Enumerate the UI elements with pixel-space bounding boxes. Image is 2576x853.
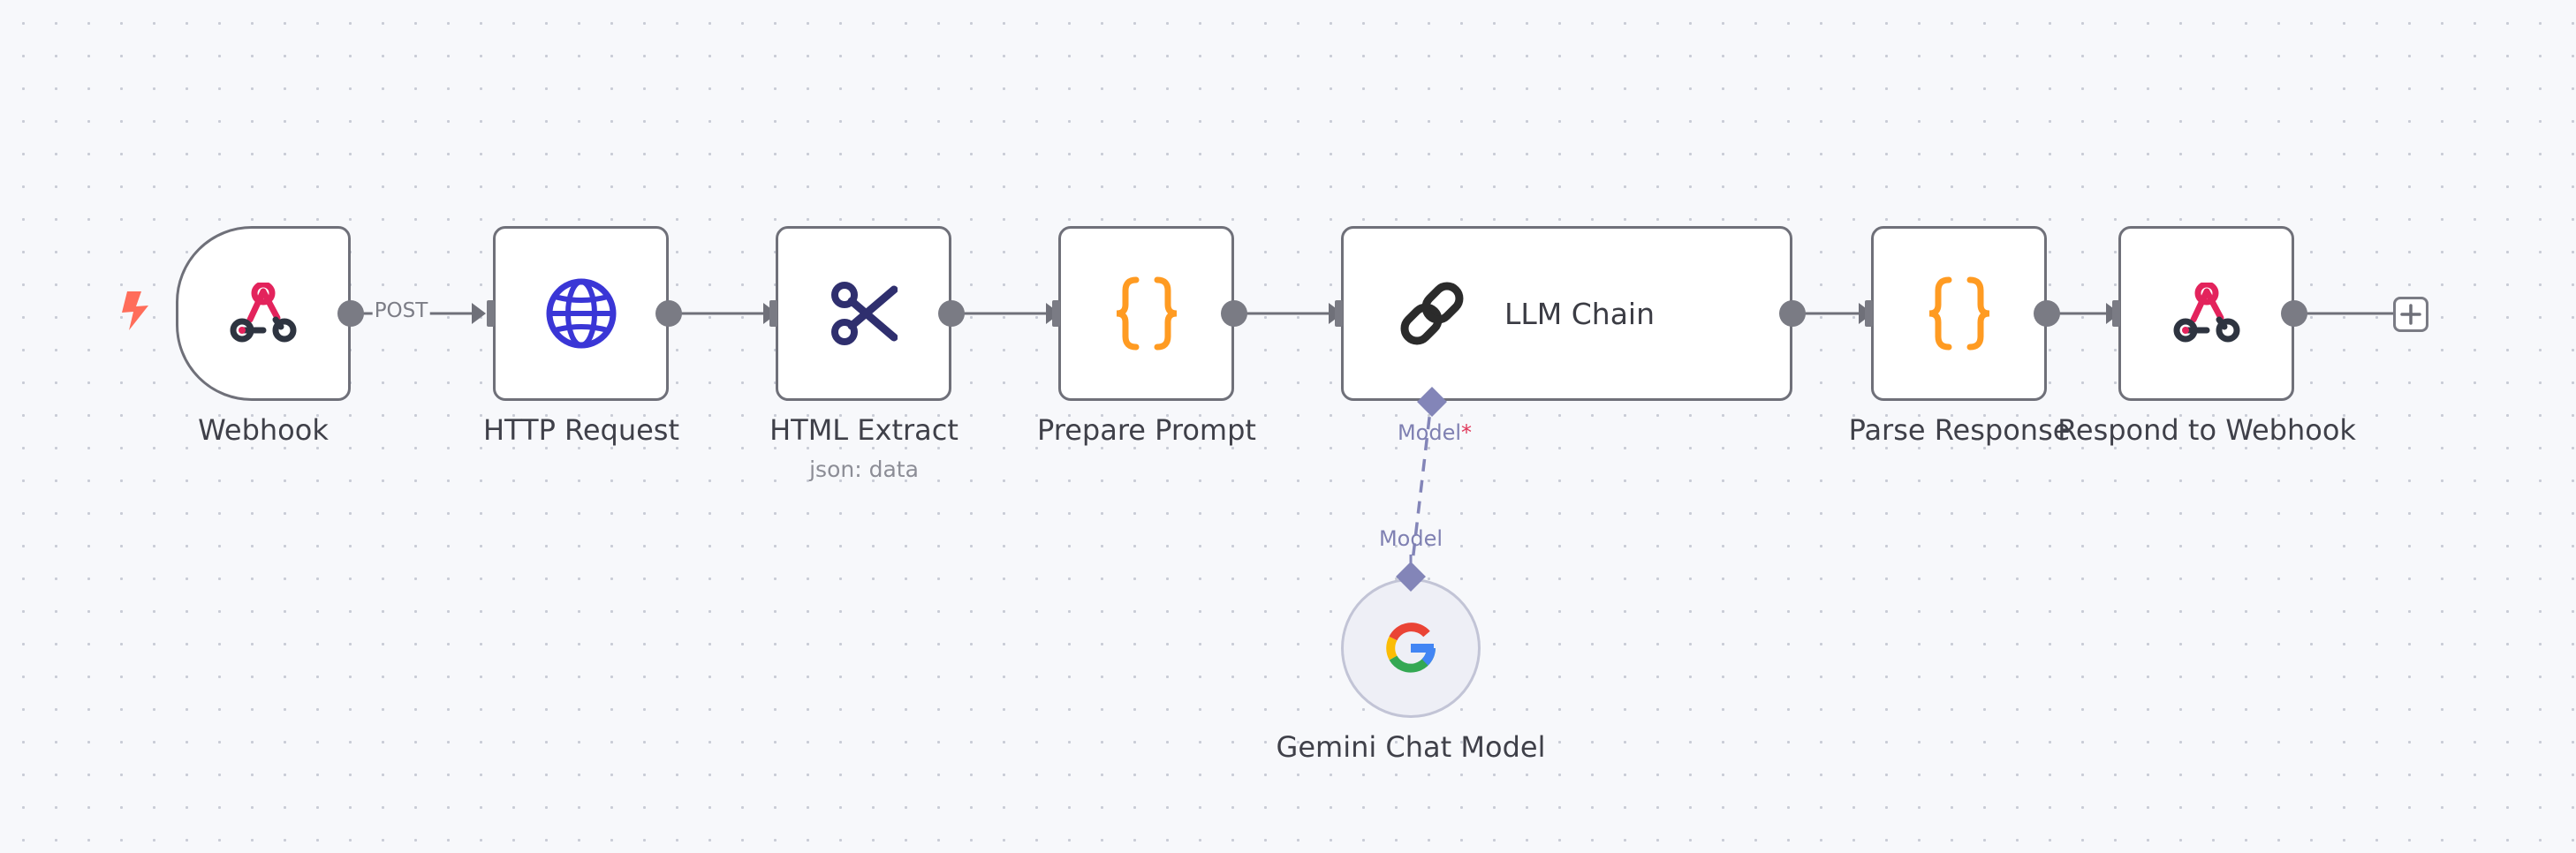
output-handle-webhook[interactable] [337,300,364,327]
llm-chain-model-input-label: Model* [1398,420,1472,445]
node-label-html-extract: HTML Extract [769,413,958,447]
input-handle-respond-to-webhook[interactable] [2112,300,2120,327]
required-marker: * [1461,420,1473,445]
output-handle-parse-response[interactable] [2034,300,2060,327]
node-label-parse-response: Parse Response [1848,413,2071,447]
globe-icon [546,278,616,349]
scissors-icon [830,282,898,345]
model-output-handle-gemini[interactable] [1396,562,1426,592]
edge-label-post: POST [372,299,430,322]
curly-braces-icon [1116,276,1177,351]
output-handle-html-extract[interactable] [938,300,965,327]
node-http-request[interactable] [493,226,669,401]
input-handle-prepare-prompt[interactable] [1052,300,1060,327]
node-label-prepare-prompt: Prepare Prompt [1037,413,1256,447]
input-handle-parse-response[interactable] [1865,300,1873,327]
output-handle-prepare-prompt[interactable] [1221,300,1247,327]
webhook-icon [2173,283,2239,343]
output-handle-respond-to-webhook[interactable] [2281,300,2307,327]
node-label-http-request: HTTP Request [482,413,680,447]
gemini-model-output-label: Model [1378,526,1443,551]
node-prepare-prompt[interactable] [1058,226,1234,401]
node-parse-response[interactable] [1871,226,2047,401]
node-html-extract[interactable] [776,226,951,401]
input-handle-llm-chain[interactable] [1335,300,1343,327]
node-webhook[interactable] [176,226,351,401]
model-input-label-text: Model [1397,420,1462,445]
chain-link-icon [1400,282,1464,345]
model-input-handle-llm-chain[interactable] [1417,387,1447,417]
add-node-button[interactable] [2393,297,2428,332]
google-g-icon [1386,623,1436,673]
node-llm-chain[interactable]: LLM Chain [1341,226,1792,401]
node-label-respond-to-webhook: Respond to Webhook [2057,413,2356,447]
node-llm-chain-title: LLM Chain [1504,296,1655,331]
plus-icon [2400,304,2421,325]
node-label-webhook: Webhook [198,413,329,447]
input-handle-http-request[interactable] [487,300,495,327]
output-handle-http-request[interactable] [655,300,682,327]
lightning-bolt-icon [122,291,148,330]
output-handle-llm-chain[interactable] [1779,300,1806,327]
curly-braces-icon [1928,276,1989,351]
node-label-gemini-chat-model: Gemini Chat Model [1276,730,1546,764]
webhook-icon [230,283,297,343]
node-respond-to-webhook[interactable] [2118,226,2294,401]
input-handle-html-extract[interactable] [769,300,777,327]
node-sublabel-html-extract: json: data [809,457,919,482]
